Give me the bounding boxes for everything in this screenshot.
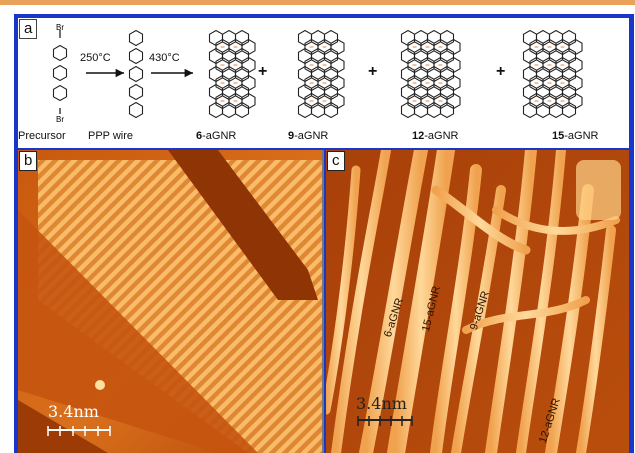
product-9-ring [330, 38, 345, 56]
product-15-ring [568, 56, 583, 74]
stm-image-b [18, 150, 322, 453]
ppp-caption: PPP wire [88, 130, 134, 142]
product-12-ring [446, 74, 461, 92]
product-9-caption: 9-aGNR [288, 130, 329, 142]
product-15-ring [568, 92, 583, 110]
product-6-ring [241, 92, 256, 110]
precursor-caption: Precursor [18, 130, 66, 142]
scalebar-c-text: 3.4nm [356, 394, 407, 413]
ppp-ring [128, 47, 144, 65]
product-6-caption: 6-aGNR [196, 130, 237, 142]
product-15-caption: 15-aGNR [552, 130, 599, 142]
product-9-ring [330, 92, 345, 110]
panel-c-stm-image: c 3.4nm 6-aGNR 15-aGNR 9-aGNR 12-aGNR [326, 150, 629, 453]
product-9-ring [330, 74, 345, 92]
product-6-ring [241, 38, 256, 56]
scalebar-b-text: 3.4nm [48, 402, 99, 421]
ppp-ring [128, 101, 144, 119]
product-9-ring [330, 56, 345, 74]
product-15-ring [568, 38, 583, 56]
panel-a-scheme: a Br Br 250°C 430°C + + + Precursor PPP … [18, 18, 629, 148]
product-12-ring [446, 56, 461, 74]
br-top-text: Br [56, 23, 64, 32]
plus-1: + [258, 63, 268, 80]
precursor-ring [52, 64, 68, 82]
product-12-ring [446, 92, 461, 110]
product-6-ring [234, 101, 250, 119]
stm-image-c [326, 150, 629, 453]
panel-b-label: b [19, 151, 38, 171]
panel-a-label: a [19, 19, 38, 39]
step1-temp: 250°C [80, 52, 111, 64]
product-15-ring [568, 74, 583, 92]
product-12-ring [446, 38, 461, 56]
precursor-ring [52, 44, 68, 62]
top-rule [0, 0, 635, 5]
product-6-ring [241, 74, 256, 92]
product-12-caption: 12-aGNR [412, 130, 459, 142]
plus-3: + [496, 63, 506, 80]
panel-b-stm-image: b 3.4nm [18, 150, 324, 453]
reaction-scheme-drawing: Br Br [52, 23, 583, 124]
product-12-ring [439, 101, 455, 119]
product-15-ring [561, 101, 577, 119]
precursor-ring [52, 84, 68, 102]
ppp-ring [128, 83, 144, 101]
product-9-ring [323, 101, 339, 119]
product-6-ring [241, 56, 256, 74]
plus-2: + [368, 63, 378, 80]
panel-c-label: c [327, 151, 345, 171]
ppp-ring [128, 29, 144, 47]
br-bottom-text: Br [56, 115, 64, 124]
ppp-ring [128, 65, 144, 83]
adatom-spot [95, 380, 105, 390]
step2-temp: 430°C [149, 52, 180, 64]
